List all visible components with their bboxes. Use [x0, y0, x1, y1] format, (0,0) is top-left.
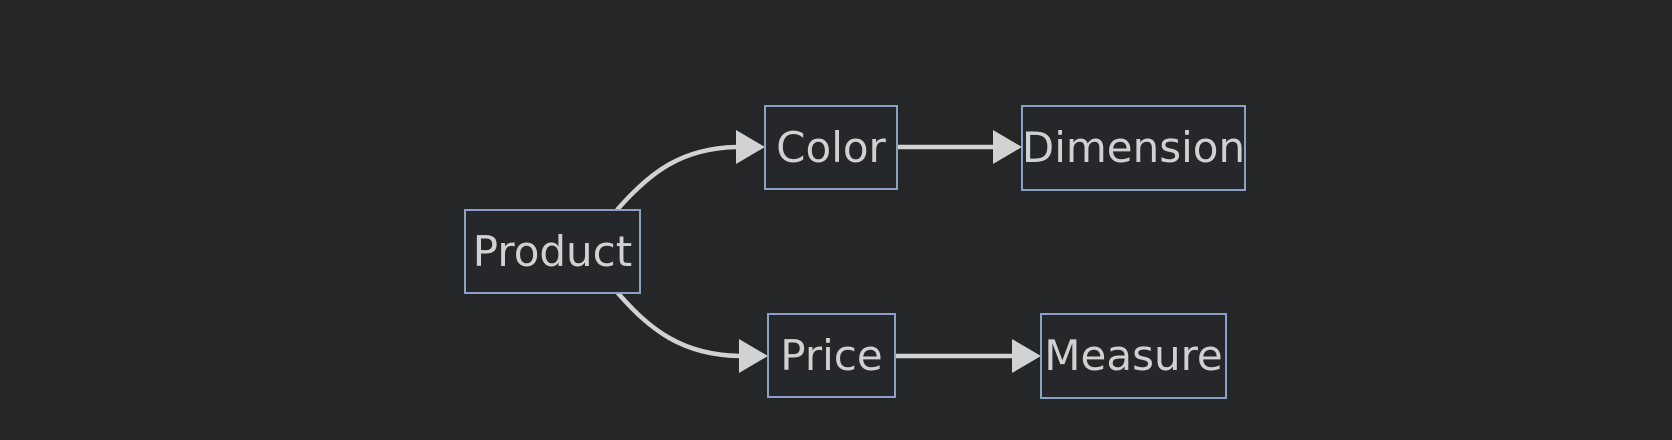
node-label: Dimension	[1021, 123, 1246, 172]
node-dimension: Dimension	[1021, 105, 1246, 191]
edge-product-color	[615, 130, 765, 212]
node-label: Measure	[1044, 331, 1223, 380]
arrowhead-icon	[739, 339, 768, 373]
node-product: Product	[464, 209, 641, 294]
edge-color-dimension	[898, 130, 1022, 164]
edge-line	[615, 290, 741, 359]
arrowhead-icon	[736, 130, 765, 164]
node-color: Color	[764, 105, 898, 190]
node-measure: Measure	[1040, 313, 1227, 399]
node-price: Price	[767, 313, 896, 398]
edge-price-measure	[896, 339, 1041, 373]
node-label: Product	[472, 226, 633, 276]
node-label: Price	[780, 330, 883, 380]
node-label: Color	[776, 122, 886, 172]
edge-product-price	[615, 290, 768, 373]
arrowhead-icon	[1012, 339, 1041, 373]
arrowhead-icon	[993, 130, 1022, 164]
edge-line	[615, 144, 738, 212]
